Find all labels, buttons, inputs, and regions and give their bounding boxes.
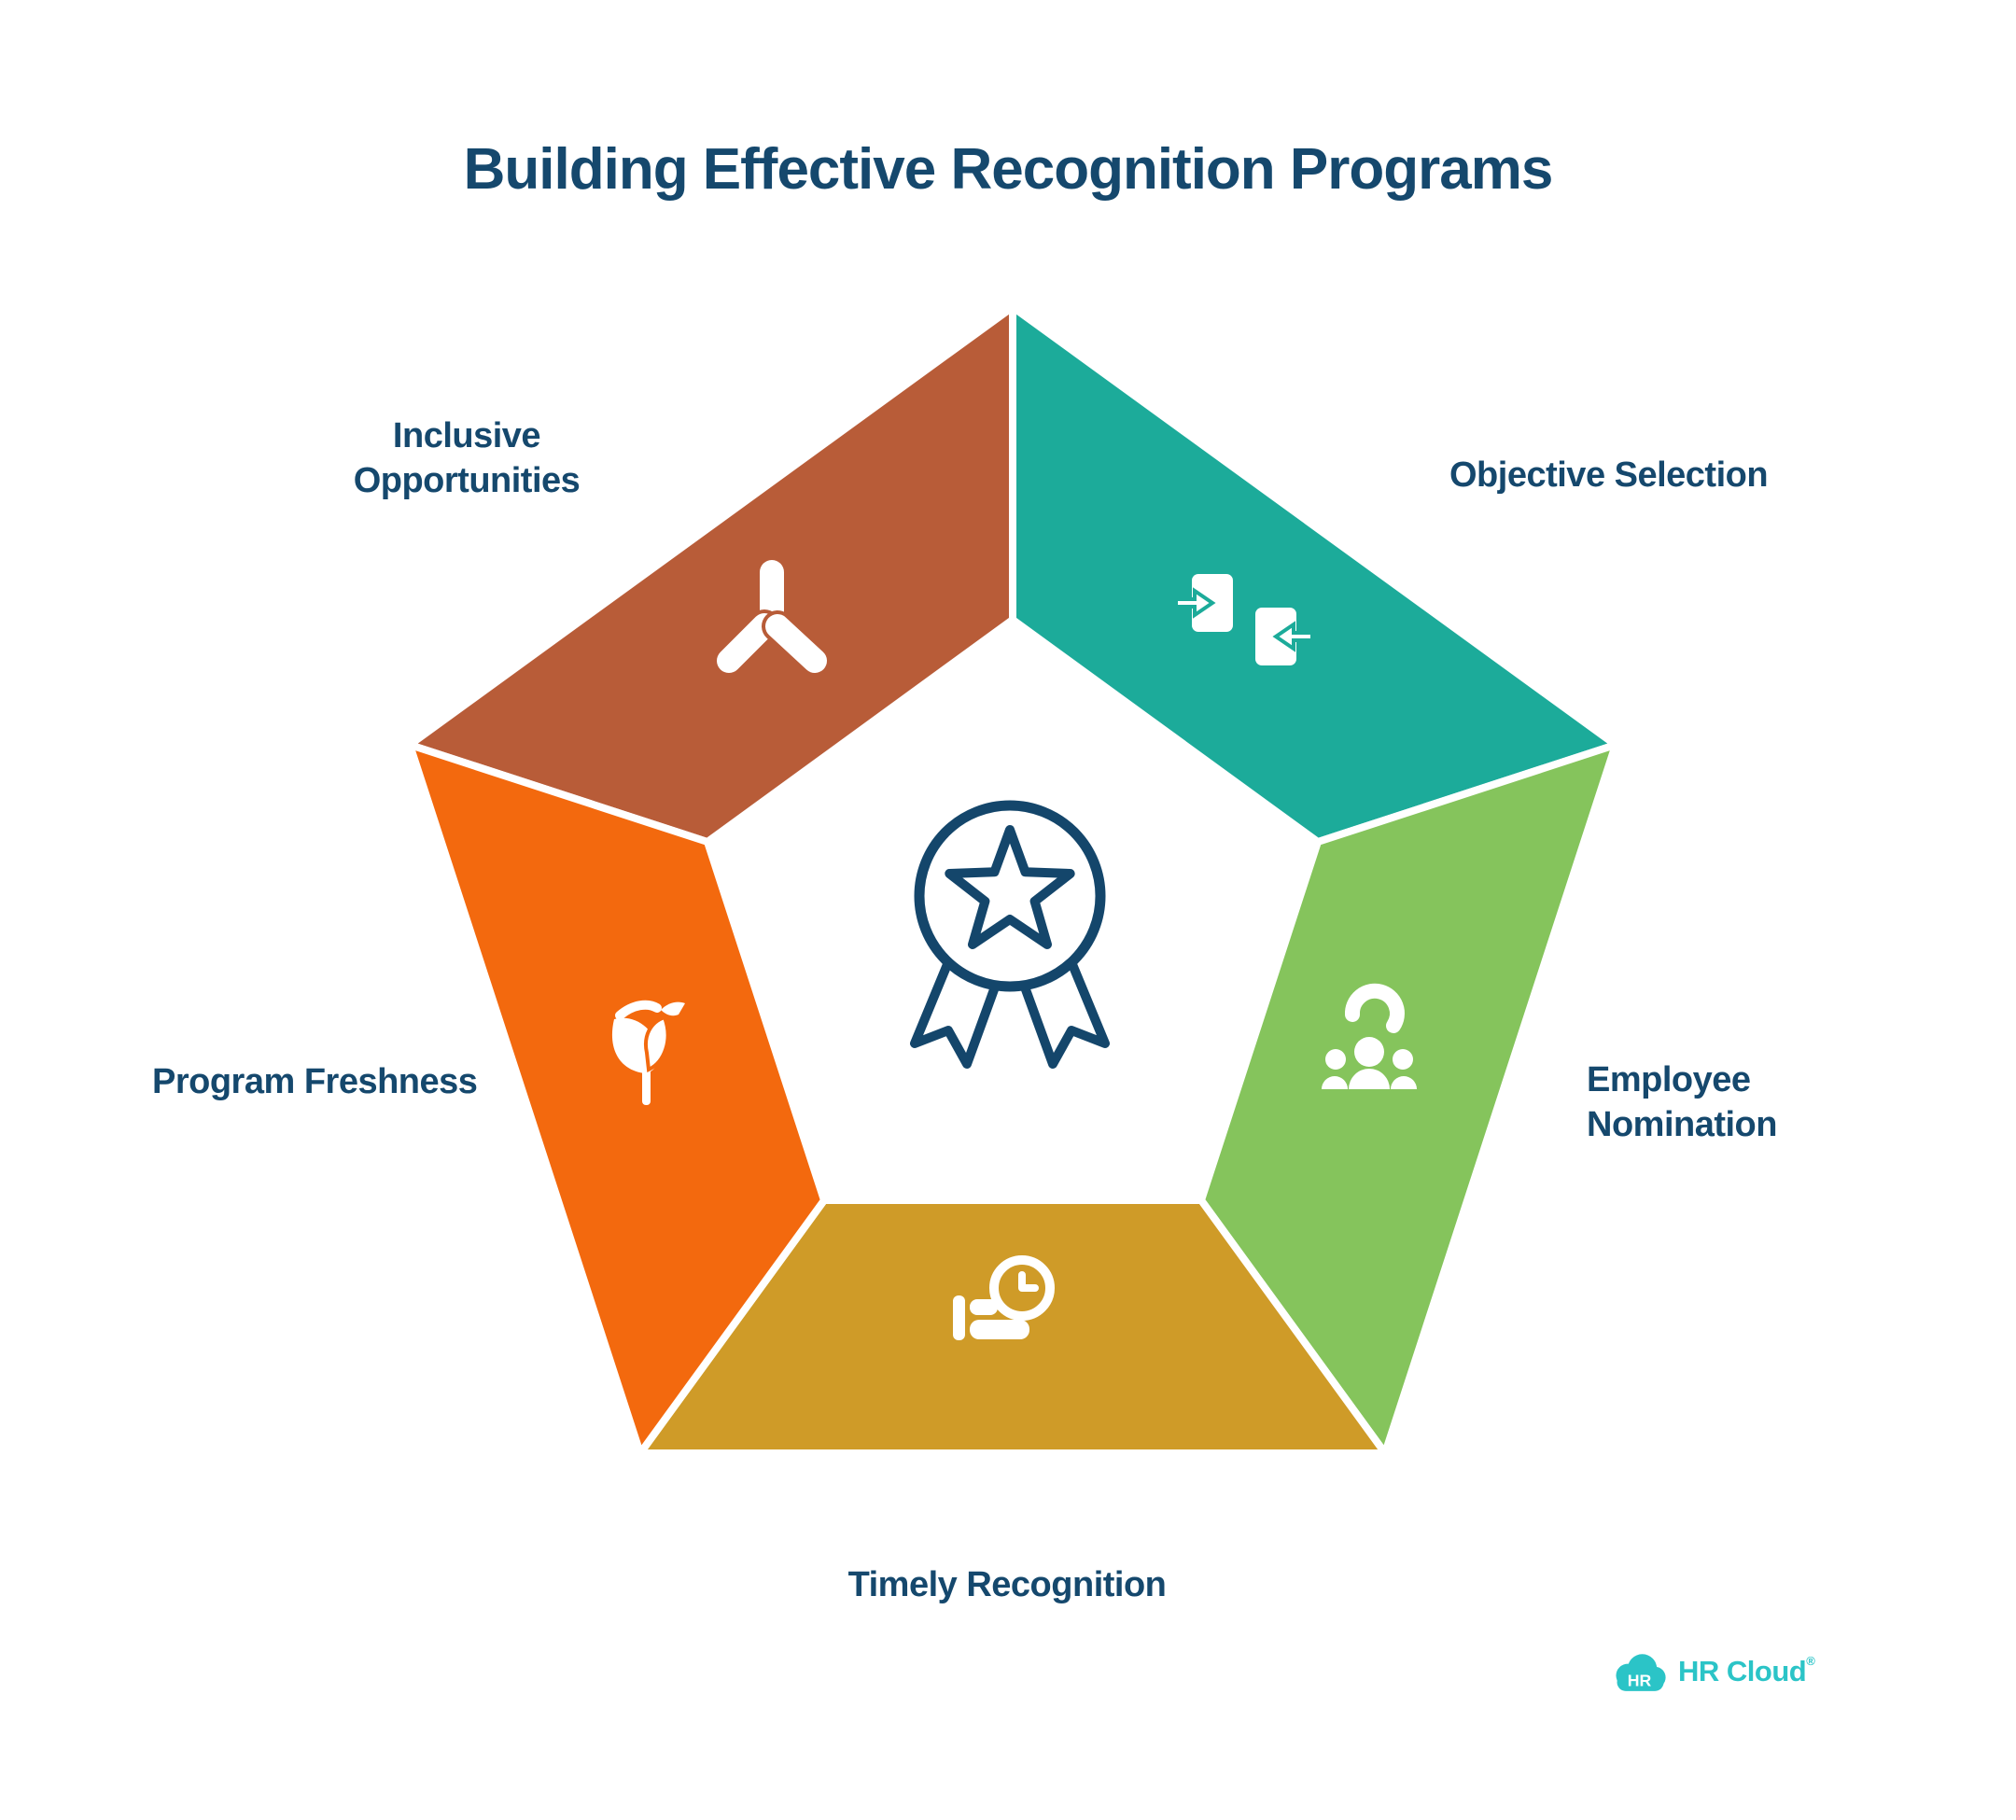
hand-picking-person-icon [1322, 983, 1417, 1089]
transfer-cards-icon [1174, 574, 1314, 665]
hr-cloud-logo: HR HR Cloud® [1613, 1648, 1815, 1695]
segment-label-objective-selection: Objective Selection [1449, 455, 1769, 495]
logo-wordmark: HR Cloud® [1678, 1654, 1815, 1687]
segment-objective-selection [1009, 300, 1624, 847]
cloud-icon: HR [1616, 1654, 1666, 1691]
tulip-flower-icon [611, 1000, 685, 1105]
segment-label-timely-recognition: Timely Recognition [847, 1565, 1167, 1604]
hands-together-icon [713, 556, 831, 677]
award-medal-icon [910, 800, 1110, 1069]
clock-offering-hand-icon [953, 1255, 1055, 1340]
segment-label-employee-nomination: Employee Nomination [1587, 1060, 1777, 1144]
registered-trademark-mark: ® [1806, 1654, 1815, 1668]
segment-program-freshness [403, 738, 829, 1462]
page-title: Building Effective Recognition Programs [463, 137, 1554, 202]
cloud-badge-text: HR [1628, 1672, 1652, 1690]
segment-label-program-freshness: Program Freshness [152, 1062, 478, 1101]
segment-inclusive-opportunities [401, 300, 1016, 847]
segment-label-inclusive-opportunities: Inclusive Opportunities [353, 416, 581, 500]
